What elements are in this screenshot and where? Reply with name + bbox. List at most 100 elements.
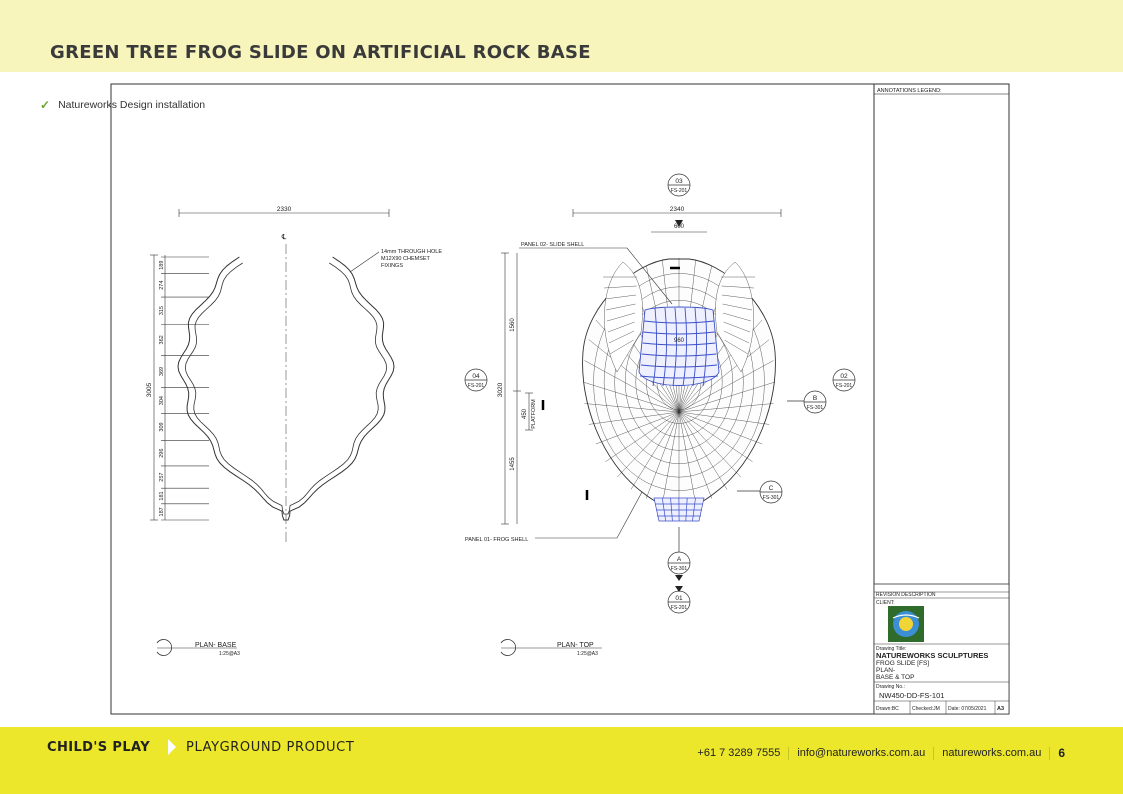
arm-mesh xyxy=(607,321,635,333)
mesh-radial xyxy=(678,360,774,413)
mesh-radial xyxy=(678,381,776,413)
mesh-radial xyxy=(678,403,774,413)
natureworks-logo-icon xyxy=(888,606,924,642)
marker-01-num: 01 xyxy=(675,595,683,602)
segment-label: 187 xyxy=(159,507,165,516)
segment-label: 296 xyxy=(159,449,165,458)
legend-title: ANNOTATIONS LEGEND: xyxy=(877,88,942,94)
plan-base-label: PLAN- BASE xyxy=(195,642,237,649)
top-width-dim: 2340 xyxy=(670,206,685,213)
segment-label: 315 xyxy=(159,306,165,315)
technical-drawing: ANNOTATIONS LEGEND: REVISION DESCRIPTION… xyxy=(97,72,1026,727)
slide-mesh-row xyxy=(643,331,715,335)
arm-mesh xyxy=(723,330,750,344)
arm-mesh xyxy=(722,303,753,311)
slide-mesh-row xyxy=(641,353,717,357)
checklist-item: ✓ Natureworks Design installation xyxy=(40,98,205,112)
checkmark-icon: ✓ xyxy=(40,98,51,112)
drawing-title-1: FROG SLIDE [FS] xyxy=(876,660,929,667)
slide-mesh-col xyxy=(682,307,688,387)
marker-c-sheet: FS-301 xyxy=(763,495,780,501)
panel-frog-label: PANEL 01- FROG SHELL xyxy=(465,537,528,543)
footer-contacts: +61 7 3289 7555 info@natureworks.com.au … xyxy=(697,746,1065,760)
top-lower-dim: 1455 xyxy=(510,457,516,471)
mesh-radial xyxy=(588,339,680,413)
marker-04-num: 04 xyxy=(472,373,480,380)
page-number: 6 xyxy=(1058,746,1065,760)
slide-mesh-row xyxy=(640,375,718,379)
arm-mesh xyxy=(724,339,749,355)
footer-website[interactable]: natureworks.com.au xyxy=(942,747,1042,759)
mesh-radial xyxy=(662,411,680,505)
footer-product: PLAYGROUND PRODUCT xyxy=(186,740,355,755)
hole-note-2: M12X90 CHEMSET xyxy=(381,256,431,262)
top-inner-dim: 600 xyxy=(674,224,685,230)
platform-label: PLATFORM xyxy=(531,399,537,429)
drawing-date: Date: 07/05/2021 xyxy=(948,706,987,712)
marker-c-letter: C xyxy=(769,485,774,492)
mesh-radial xyxy=(678,411,696,505)
arm-mesh xyxy=(723,321,751,333)
marker-02-sheet: FS-201 xyxy=(836,383,853,389)
marker-01-sheet: FS-201 xyxy=(671,605,688,611)
plan-top-scale: 1:25@A3 xyxy=(577,651,598,657)
footer-separator xyxy=(788,746,790,760)
arm-mesh xyxy=(605,303,636,311)
hole-note-3: FIXINGS xyxy=(381,263,403,269)
marker-03 xyxy=(667,173,691,197)
marker-04-sheet: FS-201 xyxy=(468,383,485,389)
slide-shell-mesh xyxy=(638,306,720,386)
arm-mesh xyxy=(609,339,634,355)
arm-mesh xyxy=(606,312,636,322)
company-name: NATUREWORKS SCULPTURES xyxy=(876,651,988,660)
marker-a-sheet: FS-301 xyxy=(671,566,688,572)
segment-label: 274 xyxy=(159,281,165,290)
drawn-by: Drawn:BC xyxy=(876,706,899,712)
arm-mesh xyxy=(721,294,754,300)
top-upper-dim: 1560 xyxy=(510,318,516,332)
base-width-dim: 2330 xyxy=(277,206,292,213)
left-arm xyxy=(604,261,643,373)
mesh-radial xyxy=(584,403,680,413)
checklist-item-text: Natureworks Design installation xyxy=(58,99,206,111)
slide-mesh-col xyxy=(652,307,658,387)
base-depth-dim: 3005 xyxy=(146,382,153,397)
segment-label: 309 xyxy=(159,422,165,431)
panel-slide-label: PANEL 02- SLIDE SHELL xyxy=(521,242,584,248)
slide-mesh-col xyxy=(662,307,668,387)
chevron-right-icon xyxy=(168,739,176,755)
mesh-radial xyxy=(595,411,680,445)
marker-01 xyxy=(667,590,691,614)
sheet-size: A3 xyxy=(997,706,1004,712)
segment-label: 189 xyxy=(159,261,165,270)
plan-base-scale: 1:25@A3 xyxy=(219,651,240,657)
marker-a-letter: A xyxy=(677,556,682,563)
drawing-title-2: PLAN- xyxy=(876,667,895,674)
footer-phone: +61 7 3289 7555 xyxy=(697,747,781,759)
frog-base-col xyxy=(661,497,667,522)
arm-mesh xyxy=(604,294,637,300)
marker-03-num: 03 xyxy=(675,178,683,185)
mesh-radial xyxy=(678,411,741,478)
slide-mesh-row xyxy=(640,364,718,368)
mesh-radial xyxy=(678,411,770,425)
mesh-radial xyxy=(678,411,712,499)
frog-base-col xyxy=(685,497,688,522)
plan-top xyxy=(500,209,782,656)
revision-label: REVISION DESCRIPTION xyxy=(876,592,936,598)
segment-label: 362 xyxy=(159,335,165,344)
marker-b-sheet: FS-301 xyxy=(807,405,824,411)
arm-mesh xyxy=(608,330,635,344)
marker-03-sheet: FS-201 xyxy=(671,188,688,194)
marker-b-letter: B xyxy=(813,395,817,402)
footer-email[interactable]: info@natureworks.com.au xyxy=(797,747,926,759)
slide-mesh-row xyxy=(642,342,716,346)
arm-mesh xyxy=(722,312,752,322)
drawing-no: NW450-DD-FS-101 xyxy=(879,691,944,700)
marker-02 xyxy=(832,368,856,392)
drawing-title-3: BASE & TOP xyxy=(876,674,914,681)
mesh-radial xyxy=(582,381,680,413)
mesh-radial xyxy=(646,411,680,499)
mesh-radial xyxy=(588,411,680,425)
slide-mesh-col xyxy=(672,307,678,387)
